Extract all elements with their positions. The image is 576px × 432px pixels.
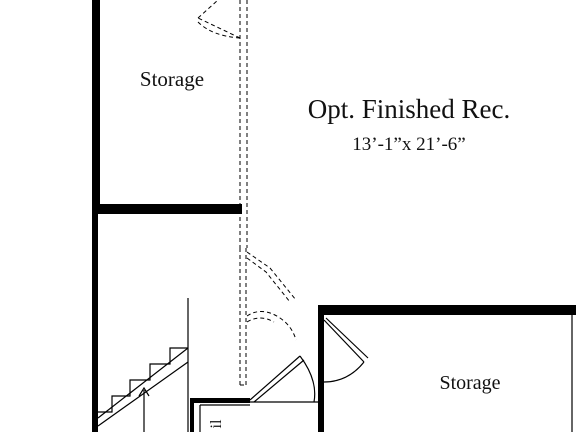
- closet-door: [249, 355, 316, 403]
- right-door-arc: [323, 361, 365, 383]
- stairs: [97, 347, 189, 432]
- storage-right-label: Storage: [439, 372, 500, 394]
- storage-door-dashed: [197, 0, 241, 39]
- wall-right-room-top: [318, 305, 576, 315]
- right-storage-door: [323, 317, 369, 383]
- bifold-upper-2: [246, 257, 291, 303]
- wall-storage-bottom: [92, 204, 242, 214]
- bifold-lower: [246, 311, 297, 341]
- stair-line-2: [97, 361, 189, 427]
- door-arc-top: [197, 21, 241, 39]
- rec-room-dimensions: 13’-1”x 21’-6”: [352, 134, 465, 155]
- bifold-doors-dashed: [246, 251, 297, 341]
- storage-left-label: Storage: [140, 67, 204, 91]
- door-leaf-top-2: [197, 0, 219, 19]
- wall-left-lower: [92, 212, 98, 432]
- closet-door-arc: [299, 355, 316, 403]
- walls: [92, 0, 576, 432]
- wall-closet-top: [190, 398, 250, 403]
- partitions: [187, 298, 573, 432]
- stair-arrow-head: [138, 386, 150, 397]
- stair-step-1: [98, 347, 188, 413]
- right-door-leaf-2: [325, 317, 369, 359]
- closet-door-leaf: [249, 355, 301, 401]
- wall-right-room-left: [318, 310, 324, 432]
- rec-room-label: Opt. Finished Rec.: [308, 94, 511, 124]
- bifold-upper: [246, 251, 297, 301]
- wall-left-upper: [92, 0, 100, 206]
- dashed-partition: [239, 0, 248, 386]
- right-door-leaf: [323, 319, 365, 363]
- partial-room-label: il: [208, 419, 225, 428]
- closet-door-leaf-2: [253, 359, 305, 403]
- wall-closet-post: [190, 398, 194, 432]
- stair-rail: [97, 347, 189, 419]
- bifold-lower-2: [246, 317, 275, 323]
- door-leaf-top: [197, 17, 241, 39]
